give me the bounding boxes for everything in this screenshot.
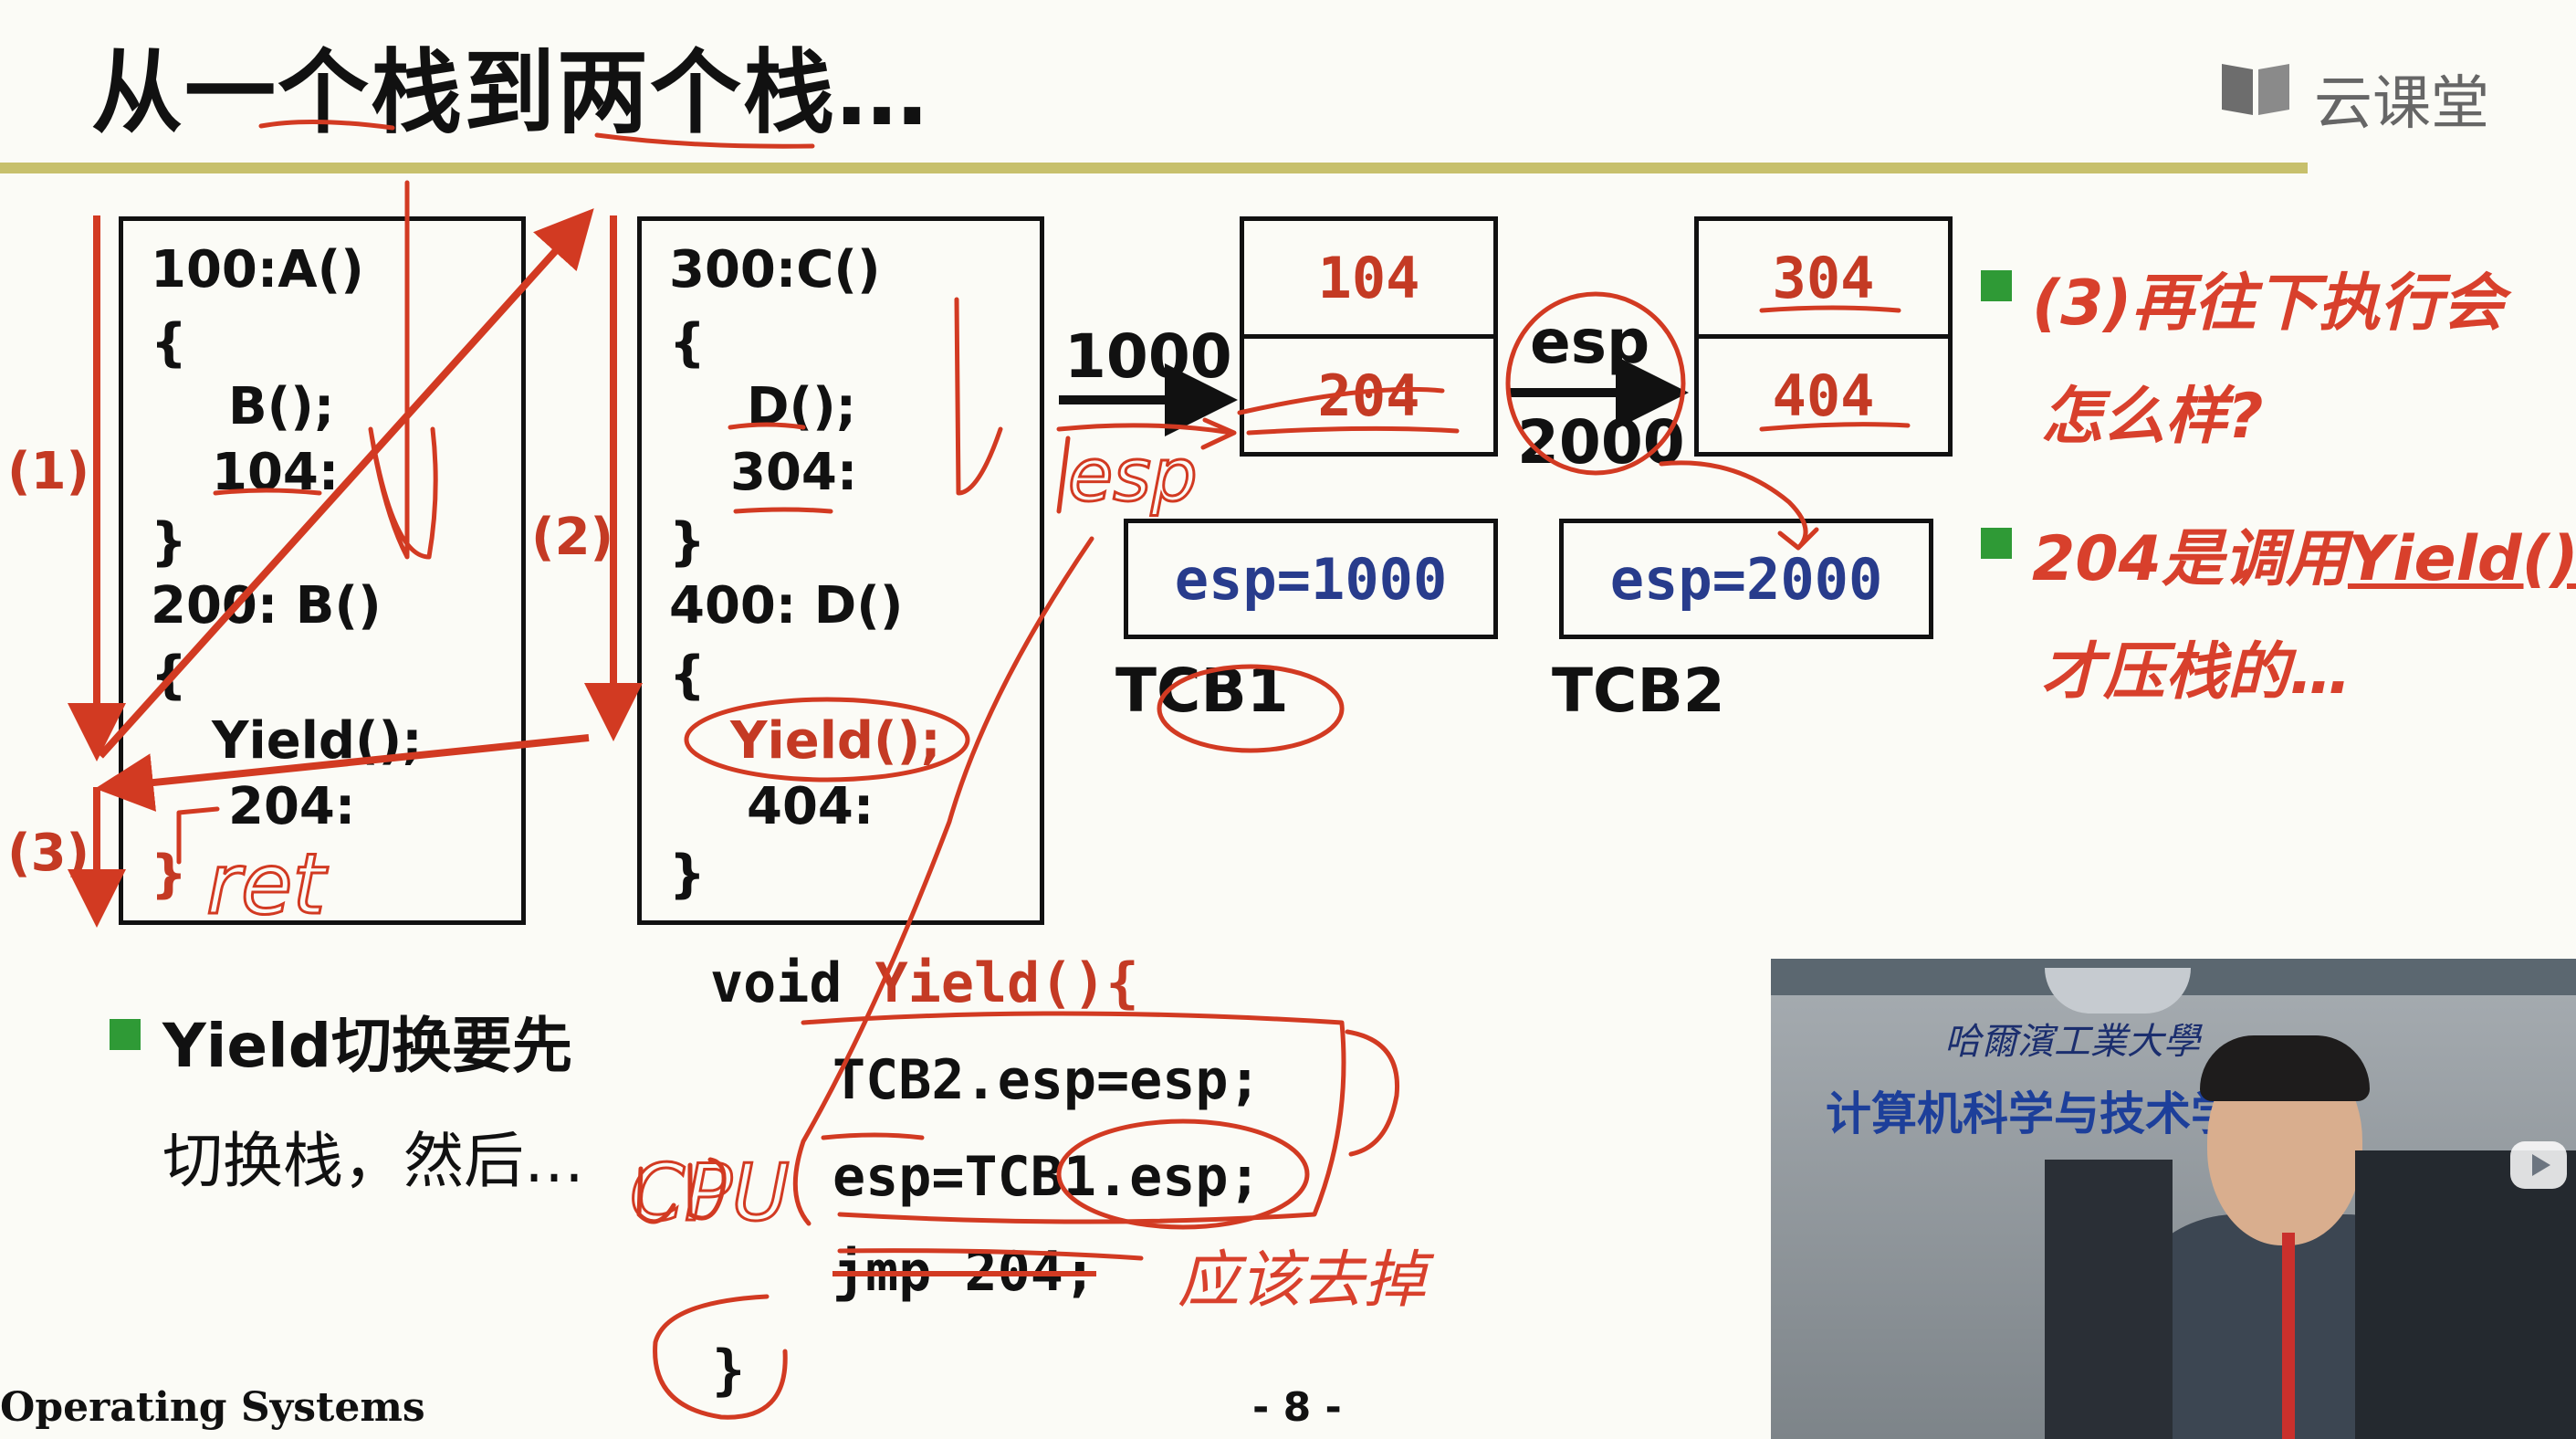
tcb2-label: TCB2	[1552, 656, 1725, 726]
tcb2-box: esp=2000	[1559, 519, 1933, 639]
yield-code-close: }	[712, 1339, 746, 1402]
bullet-square	[1981, 270, 2012, 301]
slide-title: 从一个栈到两个栈…	[91, 39, 929, 146]
question-note-line2: 怎么样?	[2041, 381, 2264, 453]
remove-remark: 应该去掉	[1178, 1245, 1427, 1317]
code-line: 400: D()	[669, 576, 904, 635]
footer-page-number: - 8 -	[1252, 1384, 1342, 1431]
wall-sign-university: 哈爾濱工業大學	[1944, 1021, 2200, 1063]
book-icon	[2222, 64, 2289, 115]
code-box-ab	[119, 216, 526, 925]
code-line: }	[669, 845, 706, 904]
yield-code-line2: esp=TCB1.esp;	[832, 1145, 1262, 1209]
monitor-left	[2045, 1160, 2173, 1439]
yield-code-header: void Yield(){	[710, 951, 1139, 1015]
bullet-square	[1981, 528, 2012, 559]
play-icon[interactable]	[2507, 1132, 2571, 1196]
code-line: }	[669, 512, 706, 572]
code-line: 300:C()	[669, 240, 881, 299]
handwritten-ret: ret	[206, 835, 328, 933]
code-line: 204:	[228, 777, 356, 836]
code-line: {	[669, 313, 706, 373]
stack2-bottom-cell: 404	[1694, 334, 1953, 457]
title-divider	[0, 163, 2308, 173]
bullet-square	[110, 1019, 141, 1050]
presenter-hair	[2200, 1035, 2370, 1101]
code-line: 100:A()	[151, 240, 364, 299]
yield-code-line1: TCB2.esp=esp;	[832, 1048, 1262, 1112]
bullet-text-line2: 切换栈，然后…	[162, 1126, 584, 1196]
monitor-right	[2355, 1150, 2576, 1439]
tcb1-box: esp=1000	[1124, 519, 1498, 639]
handwritten-cpu: CPU	[630, 1148, 790, 1239]
code-line: 404:	[747, 777, 874, 836]
code-line: }	[151, 512, 187, 572]
step-label-1: (1)	[7, 442, 90, 501]
stack2-top-cell: 304	[1694, 216, 1953, 339]
code-line: B();	[228, 377, 335, 436]
code-line: 304:	[730, 443, 858, 502]
code-line: Yield();	[730, 711, 941, 771]
question-note-line1: (3)再往下执行会	[2032, 268, 2505, 340]
stack1-bottom-cell: 204	[1240, 334, 1498, 457]
code-line: {	[669, 646, 706, 705]
explanation-note-line2: 才压栈的…	[2041, 636, 2352, 709]
code-box-cd	[637, 216, 1044, 925]
code-line: 200: B()	[151, 576, 382, 635]
handwritten-esp: esp	[1068, 433, 1198, 518]
code-line: {	[151, 313, 187, 373]
university-emblem	[2045, 968, 2191, 1014]
bullet-text-line1: Yield切换要先	[162, 1011, 573, 1081]
explanation-note-line1: 204是调用Yield()	[2032, 523, 2576, 595]
footer-course-name: Operating Systems	[0, 1384, 425, 1431]
presenter-tie	[2282, 1233, 2295, 1439]
instructor-video[interactable]: 哈爾濱工業大學 计算机科学与技术学院	[1771, 959, 2576, 1439]
step-label-2: (2)	[531, 508, 614, 567]
brand-logo-text: 云课堂	[2314, 70, 2489, 138]
